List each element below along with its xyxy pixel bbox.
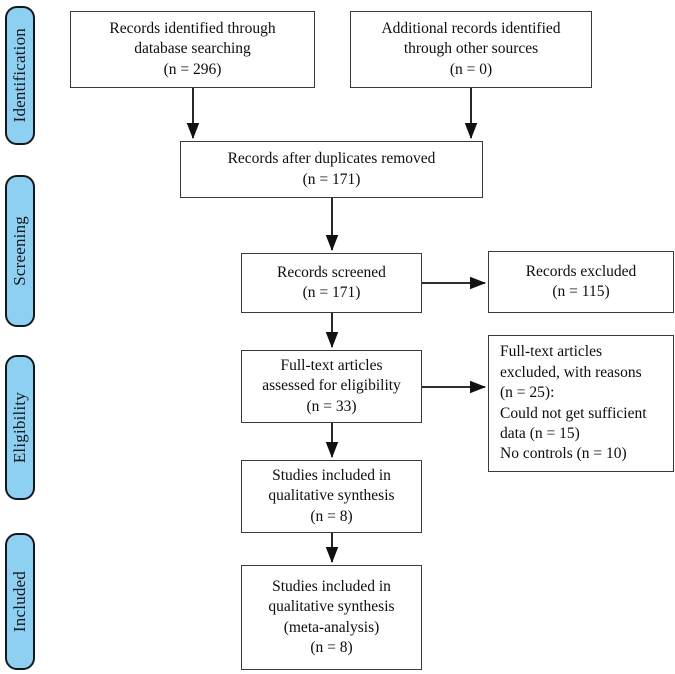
box-line: (n = 8)	[310, 507, 353, 525]
box-records-after-duplicates-removed: Records after duplicates removed (n = 17…	[180, 141, 483, 198]
stage-pill-included: Included	[5, 533, 35, 670]
box-line: (n = 171)	[302, 170, 361, 188]
box-studies-meta-analysis: Studies included in qualitative synthesi…	[241, 565, 422, 670]
box-line: Studies included in	[272, 577, 391, 595]
box-line: qualitative synthesis	[268, 487, 395, 505]
stage-label-eligibility: Eligibility	[10, 391, 29, 464]
box-line: database searching	[134, 40, 251, 58]
box-line: through other sources	[403, 40, 539, 58]
box-line: (n = 171)	[302, 284, 361, 301]
box-line: Could not get sufficient	[500, 404, 647, 422]
box-studies-qualitative-synthesis: Studies included in qualitative synthesi…	[241, 460, 422, 533]
box-line: No controls (n = 10)	[500, 445, 627, 463]
box-records-excluded: Records excluded (n = 115)	[488, 251, 674, 313]
box-line: Studies included in	[272, 466, 391, 484]
box-line: (n = 8)	[310, 638, 353, 656]
stage-pill-identification: Identification	[5, 6, 35, 145]
box-line: (meta-analysis)	[283, 618, 380, 636]
box-line: Full-text articles	[500, 343, 603, 361]
box-line: Additional records identified	[381, 19, 561, 37]
box-line: Records after duplicates removed	[227, 150, 436, 168]
box-line: Records excluded	[525, 262, 637, 280]
box-line: (n = 25):	[500, 384, 555, 402]
box-line: Records identified through	[109, 19, 276, 37]
stage-label-screening: Screening	[10, 216, 29, 286]
box-line: (n = 115)	[552, 283, 610, 300]
box-line: data (n = 15)	[500, 424, 580, 442]
stage-pill-screening: Screening	[5, 175, 35, 327]
box-additional-records-other-sources: Additional records identified through ot…	[350, 11, 592, 88]
box-line: Records screened	[277, 263, 386, 281]
box-fulltext-excluded-with-reasons: Full-text articles excluded, with reason…	[488, 335, 674, 472]
box-line: assessed for eligibility	[262, 377, 401, 395]
box-line: (n = 0)	[449, 60, 493, 78]
stage-label-included: Included	[10, 570, 29, 633]
box-line: Full-text articles	[280, 356, 383, 374]
box-line: (n = 33)	[306, 397, 357, 415]
box-line: qualitative synthesis	[268, 598, 395, 616]
stage-label-identification: Identification	[10, 28, 29, 123]
box-records-screened: Records screened (n = 171)	[241, 253, 422, 313]
box-line: (n = 296)	[163, 60, 222, 78]
box-line: excluded, with reasons	[500, 363, 642, 381]
box-fulltext-assessed-eligibility: Full-text articles assessed for eligibil…	[241, 350, 422, 423]
box-records-identified-database: Records identified through database sear…	[70, 11, 315, 88]
stage-pill-eligibility: Eligibility	[5, 355, 35, 500]
